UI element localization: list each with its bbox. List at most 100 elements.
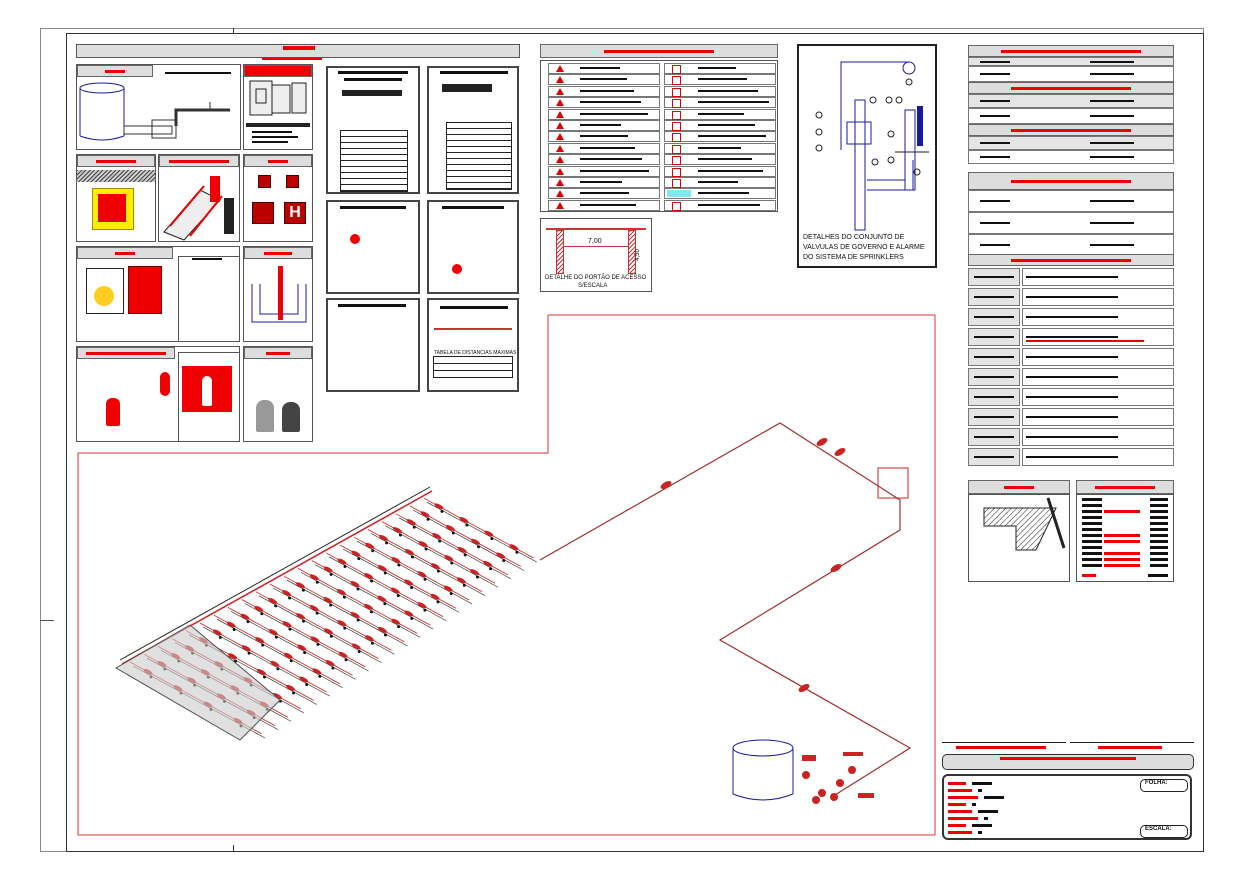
sprinkler-head bbox=[329, 634, 333, 638]
legend-header bbox=[540, 44, 778, 58]
area-row-value bbox=[1150, 552, 1168, 555]
branch-line-pipe bbox=[286, 579, 408, 647]
sprinkler-head bbox=[426, 517, 430, 521]
wheeled-extinguisher bbox=[106, 398, 120, 426]
legend-symbol-icon bbox=[672, 201, 681, 211]
system-info-value-text bbox=[1026, 356, 1118, 358]
legend-row-label bbox=[580, 169, 649, 172]
electrical-detail-header bbox=[244, 65, 312, 77]
clearance-table bbox=[446, 122, 512, 190]
system-info-label-text bbox=[974, 296, 1014, 298]
owner-label bbox=[956, 746, 1046, 749]
title-field-value bbox=[972, 824, 992, 827]
reservoir-tank-top bbox=[732, 739, 794, 757]
sprinkler-head bbox=[289, 659, 293, 663]
info-table-cell-text bbox=[1090, 222, 1134, 224]
area-total-value bbox=[1148, 574, 1168, 577]
area-row-value bbox=[1150, 516, 1168, 519]
legend-row-label bbox=[580, 78, 627, 81]
pipe-fitting bbox=[798, 684, 810, 692]
sprinkler-head-label bbox=[312, 668, 322, 675]
details-title bbox=[283, 46, 315, 50]
branch-line-pipe bbox=[244, 603, 369, 672]
legend-symbol-icon bbox=[672, 122, 681, 131]
info-table-cell-text bbox=[1090, 115, 1134, 117]
pipe-fitting bbox=[830, 564, 842, 572]
title-field-label bbox=[948, 782, 966, 785]
pump-tank-detail bbox=[76, 64, 241, 150]
info-table-cell-text bbox=[1090, 200, 1134, 202]
sprinkler-head bbox=[412, 525, 416, 529]
main-feed-pipe bbox=[539, 422, 912, 796]
sprinkler-head bbox=[331, 666, 335, 670]
sprinkler-head-label bbox=[379, 534, 389, 541]
hydrant-spec-list bbox=[178, 256, 240, 342]
info-table-row bbox=[968, 57, 1174, 66]
sprinkler-head bbox=[357, 557, 361, 561]
sprinkler-head bbox=[477, 545, 481, 549]
branch-line-pipe bbox=[426, 501, 537, 563]
sprinkler-head bbox=[218, 635, 222, 639]
system-info-label-text bbox=[974, 416, 1014, 418]
sprinkler-head-label bbox=[299, 676, 309, 683]
sprinkler-head-label bbox=[309, 574, 319, 581]
sprinkler-head-label bbox=[286, 684, 296, 691]
valve-manifold bbox=[877, 467, 909, 499]
sprinkler-head bbox=[462, 583, 466, 587]
area-row-label bbox=[1082, 510, 1102, 513]
system-info-value-text bbox=[1026, 276, 1118, 278]
card-title bbox=[338, 304, 406, 307]
legend-symbol-icon bbox=[672, 167, 681, 177]
legend-row-label bbox=[698, 135, 766, 138]
legend-row-label bbox=[698, 124, 755, 126]
area-total-label bbox=[1082, 574, 1096, 577]
sprinkler-head bbox=[302, 619, 306, 623]
sprinkler-head bbox=[343, 565, 347, 569]
legend-row-label bbox=[698, 181, 738, 183]
legend-row-label bbox=[698, 169, 763, 172]
legend-row-label bbox=[698, 203, 760, 206]
sprinkler-head bbox=[329, 572, 333, 576]
valve-set-drawing bbox=[815, 61, 929, 231]
sprinkler-head-label bbox=[323, 628, 333, 635]
pipe-support-detail bbox=[326, 298, 420, 392]
pump-component bbox=[802, 771, 810, 779]
info-table-cell-text bbox=[980, 200, 1010, 202]
technician-label bbox=[1098, 746, 1162, 749]
electrical-legend-row bbox=[246, 123, 310, 127]
exit-sign-header bbox=[77, 155, 155, 167]
sprinkler-head-label bbox=[296, 613, 306, 620]
area-row-note bbox=[1104, 534, 1140, 537]
grid-tick bbox=[233, 845, 234, 851]
sprinkler-head-label bbox=[459, 517, 469, 523]
area-row-label bbox=[1082, 522, 1102, 525]
sprinkler-head-label bbox=[351, 550, 361, 557]
sprinkler-head bbox=[305, 683, 309, 687]
legend-row-label bbox=[580, 203, 636, 206]
hydrant-cabinet-closed bbox=[128, 266, 162, 314]
sprinkler-head-label bbox=[270, 660, 280, 667]
sprinkler-head-label bbox=[471, 538, 481, 545]
info-table-header bbox=[968, 172, 1174, 190]
extinguisher-header bbox=[77, 347, 175, 359]
sprinkler-head-label bbox=[254, 605, 264, 612]
pump-component bbox=[848, 766, 856, 774]
sprinkler-head bbox=[232, 628, 236, 632]
sprinkler-head bbox=[449, 592, 453, 596]
sprinkler-head bbox=[292, 691, 296, 695]
sprinkler-head-label bbox=[350, 612, 360, 618]
legend-symbol-icon bbox=[672, 133, 681, 143]
area-row-label bbox=[1082, 504, 1102, 507]
branch-line-pipe bbox=[328, 556, 447, 621]
sprinkler-head bbox=[424, 547, 428, 551]
title-block bbox=[942, 774, 1192, 840]
exit-sign-red bbox=[98, 194, 126, 222]
area-row-label bbox=[1082, 498, 1102, 501]
wall-extinguisher bbox=[160, 372, 170, 396]
sprinkler-head bbox=[288, 627, 292, 631]
title-field-label bbox=[948, 831, 972, 834]
building-outline bbox=[77, 314, 936, 836]
sprinkler-head bbox=[274, 604, 278, 608]
legend-row-label bbox=[698, 67, 736, 69]
